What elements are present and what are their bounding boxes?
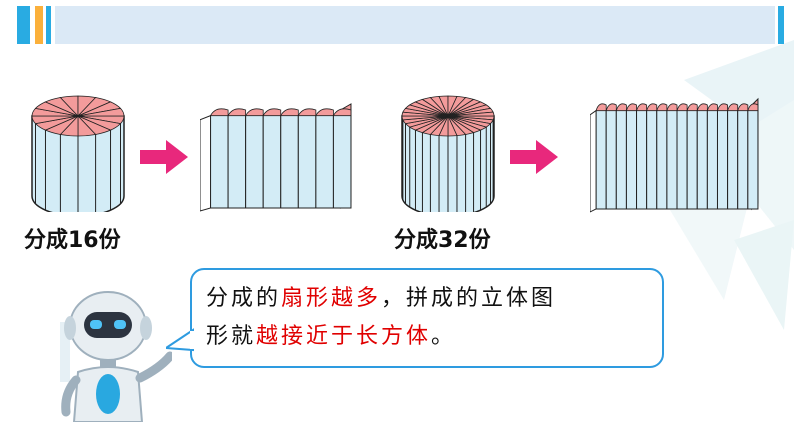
bubble-line1-part2: ，拼成的立体图 xyxy=(381,286,557,311)
header-accent-end xyxy=(778,6,784,44)
header-bar xyxy=(0,0,794,48)
cuboid-32-parts xyxy=(590,97,759,213)
cuboid-16-parts xyxy=(200,103,352,212)
robot-icon xyxy=(60,291,172,422)
bubble-line2-part2: 。 xyxy=(431,324,457,349)
label-32-parts: 分成32份 xyxy=(394,228,491,253)
cylinder-32-parts xyxy=(401,95,495,212)
label-16-parts: 分成16份 xyxy=(24,228,121,253)
header-accent-blue-thin xyxy=(46,6,51,44)
cylinder-16-parts xyxy=(31,95,125,212)
background-decoration xyxy=(664,40,794,330)
speech-bubble: 分成的扇形越多，拼成的立体图 形就越接近于长方体。 xyxy=(190,268,664,368)
bubble-text: 分成的扇形越多，拼成的立体图 形就越接近于长方体。 xyxy=(206,280,656,356)
bubble-line2-part1: 形就 xyxy=(206,324,257,349)
bubble-highlight-cuboid: 越接近于长方体 xyxy=(256,324,432,349)
bubble-highlight-sector-more: 扇形越多 xyxy=(281,286,382,311)
right-arrow-icon xyxy=(140,140,188,174)
speech-bubble-tail xyxy=(166,328,194,352)
header-title-strip xyxy=(55,6,775,44)
bubble-line1-part1: 分成的 xyxy=(206,286,282,311)
right-arrow-icon xyxy=(510,140,558,174)
header-accent-orange xyxy=(35,6,43,44)
header-accent-blue xyxy=(17,6,30,44)
